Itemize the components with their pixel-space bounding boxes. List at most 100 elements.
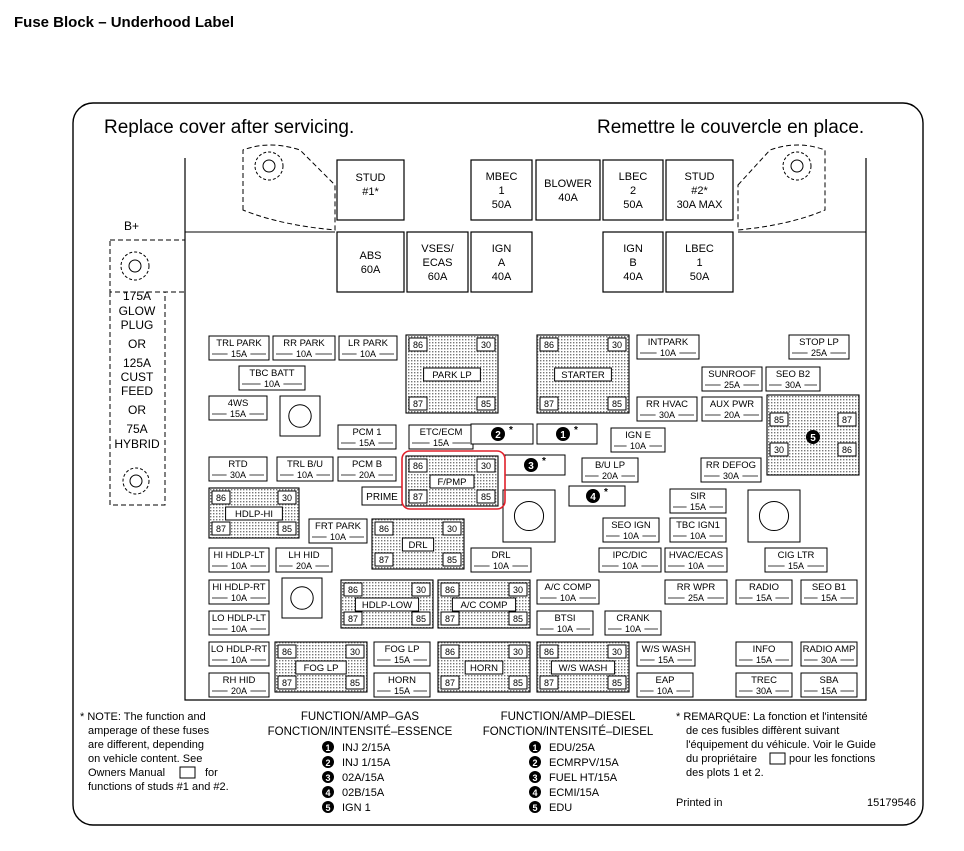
- note-fr-line: pour les fonctions: [789, 753, 876, 765]
- fuse-amp: 15A: [359, 438, 375, 448]
- fuse-amp: 10A: [231, 593, 247, 603]
- relay-name: DRL: [408, 540, 427, 551]
- numbered-fuse-asterisk: *: [509, 425, 513, 436]
- relay-pin: 87: [379, 555, 389, 565]
- fuse-name: HVAC/ECAS: [669, 550, 723, 561]
- relay-pin: 85: [513, 678, 523, 688]
- relay-pin: 86: [445, 647, 455, 657]
- diesel-number-icon: [529, 801, 541, 813]
- big-fuse-text: LBEC: [685, 243, 714, 255]
- fuse-amp: 25A: [811, 348, 827, 358]
- big-fuse-text: ECAS: [423, 257, 453, 269]
- relay-pin: 85: [350, 678, 360, 688]
- battery-stud-icon: [120, 251, 150, 281]
- fuse-amp: 20A: [231, 686, 247, 696]
- note-en-line: are different, depending: [88, 739, 204, 751]
- gas-number-icon: [322, 771, 334, 783]
- big-fuse-text: 60A: [361, 264, 381, 276]
- fuse-name: TRL B/U: [287, 459, 323, 470]
- fuse-name: LR PARK: [348, 338, 389, 349]
- relay-name: A/C COMP: [461, 600, 508, 611]
- gas-number: 4: [325, 788, 330, 798]
- relay-pin: 30: [612, 647, 622, 657]
- fuse-name: RADIO AMP: [803, 644, 856, 655]
- printed-in: Printed in: [676, 797, 722, 809]
- fuse-name: SEO IGN: [611, 520, 651, 531]
- diesel-item: ECMRPV/15A: [549, 757, 619, 769]
- fuse-name: INFO: [753, 644, 776, 655]
- diesel-item: ECMI/15A: [549, 787, 600, 799]
- test-socket-icon: [502, 489, 556, 543]
- relay-pin: 86: [216, 493, 226, 503]
- fuse-amp: 15A: [821, 593, 837, 603]
- numbered-fuse-2: 2*: [470, 423, 534, 445]
- numbered-fuse-number: 3: [528, 461, 534, 472]
- glow-plug-text: FEED: [121, 384, 153, 398]
- fuse-amp: 30A: [821, 655, 837, 665]
- relay-pin: 87: [413, 399, 423, 409]
- note-fr-line: l'équipement du véhicule. Voir le Guide: [686, 739, 876, 751]
- relay-pin: 86: [282, 647, 292, 657]
- note-fr-line: du propriétaire: [686, 753, 757, 765]
- mounting-tab-left: [242, 144, 336, 231]
- relay-pin: 30: [350, 647, 360, 657]
- fuse-name: BTSI: [554, 613, 575, 624]
- fuse-name: INTPARK: [648, 337, 689, 348]
- diesel-number: 5: [532, 803, 537, 813]
- numbered-fuse-4: 4*: [568, 485, 626, 507]
- mounting-tab-right: [737, 144, 826, 231]
- mounting-hole-left-icon: [254, 151, 284, 181]
- diesel-number: 1: [532, 743, 537, 753]
- relay-pin: 87: [216, 524, 226, 534]
- fuse-amp: 15A: [756, 655, 772, 665]
- diesel-number-icon: [529, 786, 541, 798]
- diesel-number: 2: [532, 758, 537, 768]
- big-fuse-text: LBEC: [619, 171, 648, 183]
- relay-pin: 85: [282, 524, 292, 534]
- manual-book-icon: [179, 766, 196, 779]
- big-fuse-text: 40A: [492, 271, 512, 283]
- fuse-name: STOP LP: [799, 337, 839, 348]
- big-fuse-text: 60A: [428, 271, 448, 283]
- fuse-amp: 10A: [622, 561, 638, 571]
- fuse-name: RR WPR: [677, 582, 716, 593]
- fuse-name: TREC: [751, 675, 777, 686]
- glow-plug-text: OR: [128, 337, 146, 351]
- relay-name: HORN: [470, 663, 498, 674]
- diesel-item: EDU/25A: [549, 742, 596, 754]
- fuse-name: TRL PARK: [216, 338, 262, 349]
- glow-plug-text: 75A: [126, 422, 147, 436]
- gas-number: 2: [325, 758, 330, 768]
- fuse-block-outline: [184, 158, 867, 701]
- note-fr-line: des plots 1 et 2.: [686, 767, 764, 779]
- numbered-fuse-number: 1: [560, 430, 566, 441]
- relay-name: FOG LP: [304, 663, 339, 674]
- relay-pin: 85: [481, 492, 491, 502]
- note-en-line: Owners Manual: [88, 767, 165, 779]
- fpmp-highlight: [401, 450, 506, 510]
- fuse-name: SIR: [690, 491, 706, 502]
- relay-pin: 87: [544, 678, 554, 688]
- glow-plug-text: CUST: [121, 370, 154, 384]
- fuse-name: TBC IGN1: [676, 520, 720, 531]
- fuse-name: IGN E: [625, 430, 651, 441]
- big-fuse-text: 1: [696, 257, 702, 269]
